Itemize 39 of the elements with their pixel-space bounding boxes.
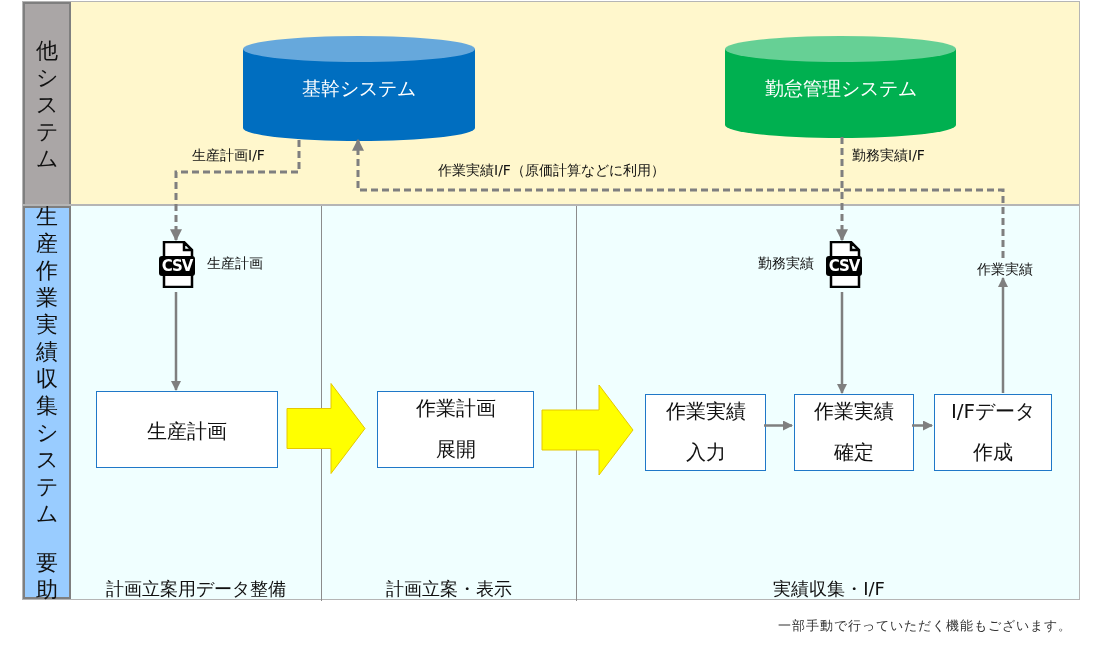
box-text: 作成 — [972, 439, 1014, 466]
swimlane — [22, 1, 1080, 205]
file-caption: 勤務実績 — [758, 255, 814, 273]
lane-title: 他システム — [23, 2, 71, 204]
column-title: 実績収集・I/F — [772, 579, 886, 599]
arrow — [836, 137, 848, 242]
process-box — [934, 394, 1052, 471]
block-arrow — [541, 384, 634, 476]
column-title: 計画立案・表示 — [385, 579, 513, 599]
edge-label: 生産計画I/F — [190, 148, 267, 164]
file-caption: 生産計画 — [207, 255, 263, 273]
box-text: 作業実績 — [813, 398, 895, 425]
process-box — [645, 394, 766, 471]
box-text: 展開 — [434, 436, 477, 463]
box-text: 入力 — [684, 439, 727, 466]
process-box — [377, 391, 534, 468]
arrow — [912, 420, 933, 431]
box-text: 作業実績 — [664, 398, 747, 425]
arrow — [764, 420, 793, 431]
arrow — [837, 292, 847, 394]
database-label: 勤怠管理システム — [763, 76, 918, 101]
arrow — [998, 277, 1008, 393]
arrow — [171, 292, 181, 391]
process-box — [96, 391, 278, 468]
arrow — [170, 140, 301, 242]
file-caption: 作業実績 — [972, 259, 1038, 279]
block-arrow — [286, 383, 366, 474]
box-text: 生産計画 — [146, 418, 228, 445]
column-title: 計画立案用データ整備 — [105, 579, 287, 599]
edge-label: 勤務実績I/F — [850, 148, 927, 164]
box-text: 作業計画 — [414, 395, 497, 422]
database-label: 基幹システム — [301, 76, 417, 101]
swimlane — [22, 205, 1080, 600]
arrow — [352, 138, 1005, 258]
lane-title: 生産作業実績収集システム 要助 — [23, 206, 71, 599]
footnote: 一部手動で行っていただく機能もございます。 — [778, 619, 1072, 634]
process-box — [794, 394, 914, 471]
box-text: 確定 — [833, 439, 875, 466]
box-text: I/Fデータ — [949, 398, 1037, 425]
